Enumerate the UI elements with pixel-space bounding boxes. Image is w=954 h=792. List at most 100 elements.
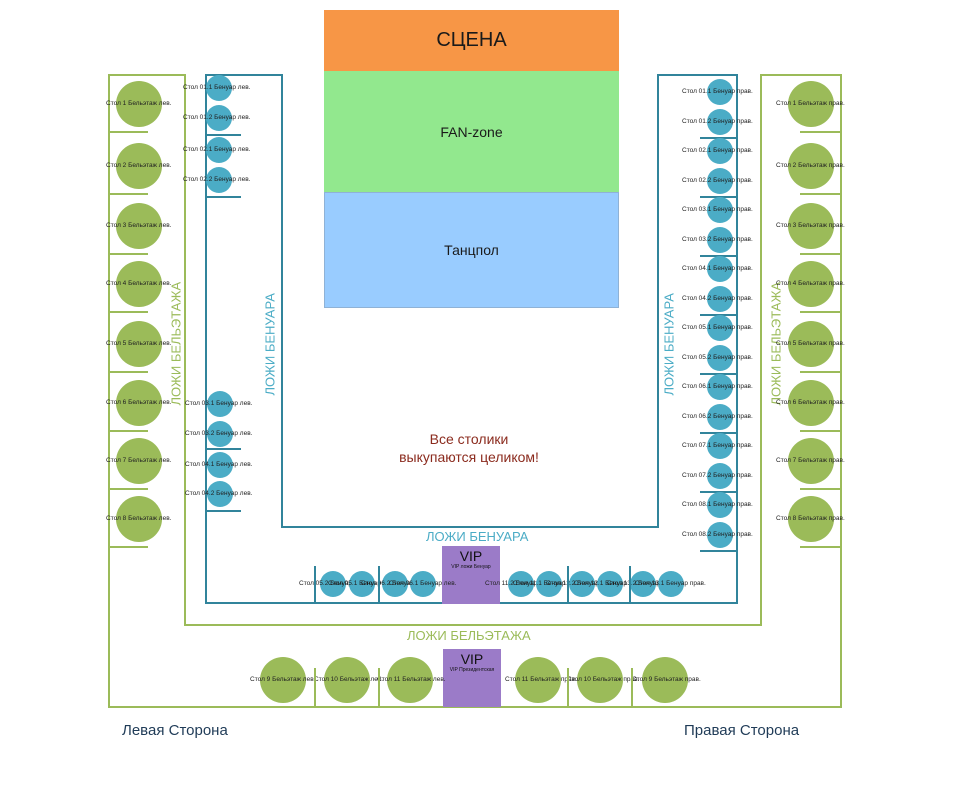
table-benuar[interactable] <box>707 433 733 459</box>
table-benuar[interactable] <box>207 452 233 478</box>
table-benuar[interactable] <box>707 374 733 400</box>
table-benuar[interactable] <box>707 167 733 194</box>
table-beletage[interactable] <box>788 261 834 307</box>
vip-presidential-box[interactable]: VIP VIP Президентская <box>443 649 501 707</box>
table-beletage[interactable] <box>788 380 834 426</box>
table-label: Стол 02.1 Бенуар прав. <box>682 147 753 154</box>
table-beletage[interactable] <box>116 261 162 307</box>
box-divider <box>700 490 737 493</box>
table-benuar[interactable] <box>707 315 733 341</box>
label-beletage-left: ЛОЖИ БЕЛЬЭТАЖА <box>168 281 184 406</box>
table-beletage[interactable] <box>788 438 834 484</box>
table-beletage[interactable] <box>116 81 162 127</box>
table-beletage[interactable] <box>788 496 834 542</box>
table-benuar[interactable] <box>707 285 733 312</box>
table-label: Стол 01.1 Бенуар прав. <box>682 88 753 95</box>
table-benuar[interactable] <box>707 108 733 135</box>
dance-floor-zone[interactable]: Танцпол <box>324 192 619 308</box>
table-benuar[interactable] <box>597 571 623 597</box>
table-beletage[interactable] <box>116 380 162 426</box>
table-benuar[interactable] <box>206 137 232 163</box>
box-divider <box>314 668 316 706</box>
table-benuar[interactable] <box>320 571 346 597</box>
box-divider <box>800 546 840 548</box>
table-beletage[interactable] <box>788 321 834 367</box>
dance-floor-label: Танцпол <box>444 242 499 258</box>
beletage-outline <box>108 706 842 708</box>
table-beletage[interactable] <box>116 203 162 249</box>
table-beletage[interactable] <box>116 496 162 542</box>
table-benuar[interactable] <box>206 105 232 131</box>
vip-benuar-title: VIP <box>459 548 483 564</box>
table-benuar[interactable] <box>707 403 733 430</box>
table-beletage[interactable] <box>260 657 306 703</box>
table-benuar[interactable] <box>707 79 733 105</box>
notice-text: Все столики выкупаются целиком! <box>360 430 578 466</box>
table-beletage[interactable] <box>116 321 162 367</box>
label-benuar-bottom: ЛОЖИ БЕНУАРА <box>426 529 529 544</box>
table-benuar[interactable] <box>630 571 656 597</box>
table-beletage[interactable] <box>642 657 688 703</box>
table-benuar[interactable] <box>707 521 733 548</box>
table-label: Стол 8 Бельэтаж лев. <box>106 515 172 522</box>
box-divider <box>314 566 316 602</box>
table-benuar[interactable] <box>207 421 233 447</box>
table-label: Стол 11 Бельэтаж прав. <box>505 676 577 683</box>
stage-zone: СЦЕНА <box>324 10 619 71</box>
beletage-outline <box>840 74 842 708</box>
table-beletage[interactable] <box>577 657 623 703</box>
table-label: Стол 4 Бельэтаж лев. <box>106 280 172 287</box>
table-benuar[interactable] <box>207 481 233 507</box>
table-beletage[interactable] <box>324 657 370 703</box>
table-benuar[interactable] <box>382 571 408 597</box>
table-benuar[interactable] <box>658 571 684 597</box>
table-label: Стол 10 Бельэтаж лев. <box>314 676 384 683</box>
table-beletage[interactable] <box>788 143 834 189</box>
table-benuar[interactable] <box>206 167 232 193</box>
table-label: Стол 1 Бельэтаж лев. <box>106 100 172 107</box>
table-label: Стол 06.1 Бенуар лев. <box>389 580 457 587</box>
beletage-outline <box>184 74 186 626</box>
label-beletage-bottom: ЛОЖИ БЕЛЬЭТАЖА <box>407 628 531 643</box>
table-benuar[interactable] <box>707 462 733 489</box>
table-beletage[interactable] <box>387 657 433 703</box>
table-benuar[interactable] <box>707 226 733 253</box>
box-divider <box>700 195 737 198</box>
box-divider <box>378 668 380 706</box>
box-divider <box>800 488 840 490</box>
beletage-outline <box>760 74 762 626</box>
table-beletage[interactable] <box>788 81 834 127</box>
fan-zone[interactable]: FAN-zone <box>324 71 619 192</box>
table-benuar[interactable] <box>410 571 436 597</box>
table-label: Стол 9 Бельэтаж прав. <box>632 676 701 683</box>
table-beletage[interactable] <box>788 203 834 249</box>
table-label: Стол 7 Бельэтаж прав. <box>776 457 845 464</box>
table-label: Стол 13.1 Бенуар прав. <box>635 580 706 587</box>
table-benuar[interactable] <box>569 571 595 597</box>
vip-benuar-box[interactable]: VIP VIP ложи Бенуар <box>442 546 500 604</box>
table-benuar[interactable] <box>536 571 562 597</box>
table-benuar[interactable] <box>207 391 233 417</box>
table-benuar[interactable] <box>707 344 733 371</box>
table-benuar[interactable] <box>707 492 733 518</box>
table-benuar[interactable] <box>508 571 534 597</box>
table-benuar[interactable] <box>206 75 232 101</box>
notice-line-2: выкупаются целиком! <box>399 449 539 465</box>
table-benuar[interactable] <box>707 256 733 282</box>
table-label: Стол 03.1 Бенуар лев. <box>185 400 253 407</box>
table-benuar[interactable] <box>707 138 733 164</box>
vip-presidential-subtitle: VIP Президентская <box>449 667 495 673</box>
table-label: Стол 04.1 Бенуар прав. <box>682 265 753 272</box>
table-benuar[interactable] <box>707 197 733 223</box>
benuar-outline <box>736 74 738 604</box>
table-label: Стол 8 Бельэтаж прав. <box>776 515 845 522</box>
table-label: Стол 12.2 Бенуар прав. <box>546 580 617 587</box>
table-benuar[interactable] <box>349 571 375 597</box>
table-label: Стол 02.2 Бенуар прав. <box>682 176 753 184</box>
right-side-label: Правая Сторона <box>684 722 800 739</box>
table-label: Стол 07.1 Бенуар прав. <box>682 442 753 449</box>
table-label: Стол 4 Бельэтаж прав. <box>776 280 845 287</box>
table-beletage[interactable] <box>116 143 162 189</box>
table-beletage[interactable] <box>515 657 561 703</box>
table-beletage[interactable] <box>116 438 162 484</box>
